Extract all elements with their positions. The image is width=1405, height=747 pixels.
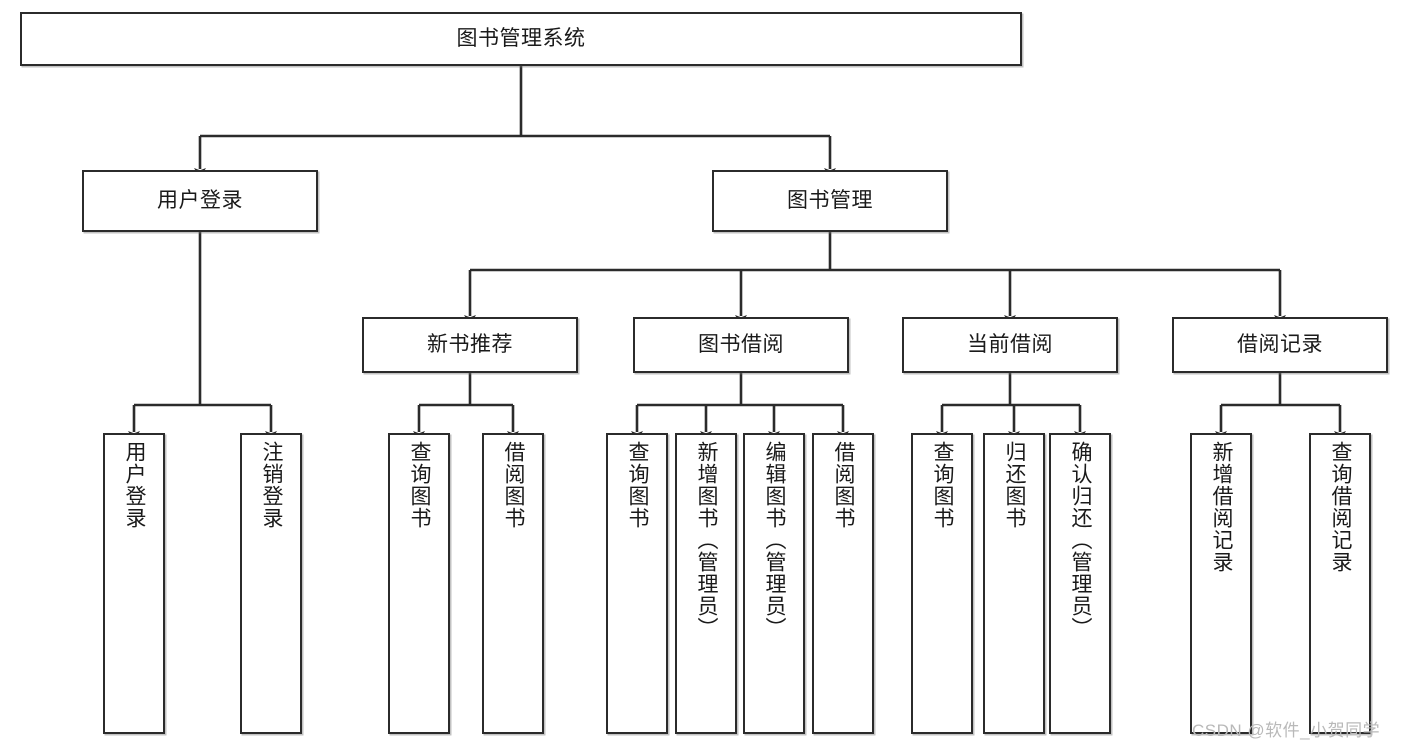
node-label: 借阅图书	[502, 441, 526, 529]
node-label: 确认归还（管理员）	[1069, 441, 1093, 639]
node-label: 查询图书	[408, 441, 432, 529]
node-label: 新增图书（管理员）	[695, 441, 719, 639]
node-bookmgmt: 图书管理	[712, 170, 948, 232]
node-label: 当前借阅	[967, 332, 1053, 356]
node-borrow: 图书借阅	[633, 317, 849, 373]
node-label: 用户登录	[123, 441, 147, 529]
node-label: 用户登录	[157, 188, 243, 212]
node-label: 借阅记录	[1237, 332, 1323, 356]
node-current: 当前借阅	[902, 317, 1118, 373]
node-leaf4: 借阅图书	[482, 433, 544, 734]
node-leaf9: 查询图书	[911, 433, 973, 734]
node-label: 注销登录	[260, 441, 284, 529]
node-label: 新增借阅记录	[1210, 441, 1234, 573]
node-label: 图书借阅	[698, 332, 784, 356]
node-leaf11: 确认归还（管理员）	[1049, 433, 1111, 734]
node-leaf5: 查询图书	[606, 433, 668, 734]
node-newbook: 新书推荐	[362, 317, 578, 373]
node-label: 查询图书	[931, 441, 955, 529]
node-label: 图书管理	[787, 188, 873, 212]
node-leaf7: 编辑图书（管理员）	[743, 433, 805, 734]
node-label: 查询图书	[626, 441, 650, 529]
node-leaf8: 借阅图书	[812, 433, 874, 734]
node-leaf13: 查询借阅记录	[1309, 433, 1371, 734]
wire-group	[128, 66, 1346, 441]
node-records: 借阅记录	[1172, 317, 1388, 373]
node-leaf3: 查询图书	[388, 433, 450, 734]
node-leaf12: 新增借阅记录	[1190, 433, 1252, 734]
watermark: CSDN @软件_小贺同学	[1192, 721, 1381, 740]
node-leaf10: 归还图书	[983, 433, 1045, 734]
node-leaf1: 用户登录	[103, 433, 165, 734]
node-label: 新书推荐	[427, 332, 513, 356]
node-leaf2: 注销登录	[240, 433, 302, 734]
node-leaf6: 新增图书（管理员）	[675, 433, 737, 734]
node-login: 用户登录	[82, 170, 318, 232]
node-label: 借阅图书	[832, 441, 856, 529]
node-label: 图书管理系统	[456, 26, 586, 50]
node-label: 编辑图书（管理员）	[763, 441, 787, 639]
node-label: 查询借阅记录	[1329, 441, 1353, 573]
node-root: 图书管理系统	[20, 12, 1022, 66]
node-label: 归还图书	[1003, 441, 1027, 529]
